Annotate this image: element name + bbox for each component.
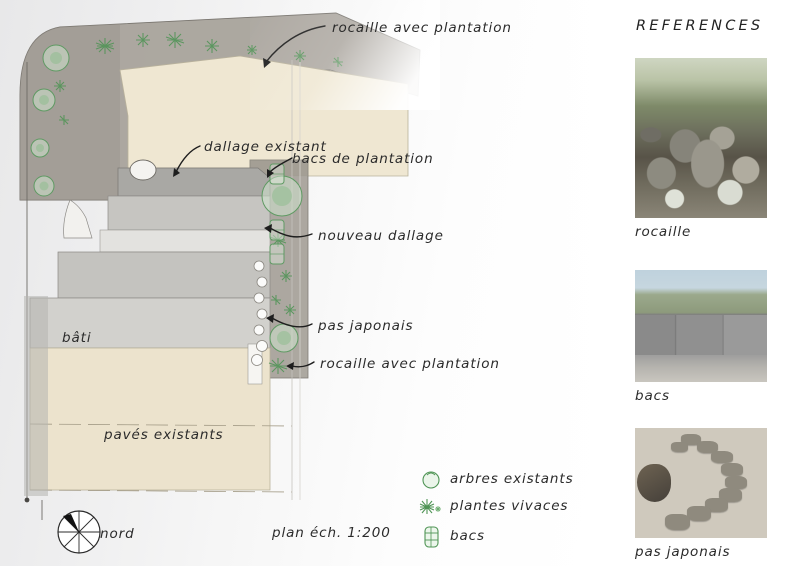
- annotation-rocaille-top: rocaille avec plantation: [332, 20, 512, 36]
- annotation-dallage-existant: dallage existant: [204, 139, 327, 155]
- north-label: nord: [100, 526, 135, 542]
- references-title: REFERENCES: [636, 18, 764, 34]
- reference-caption-bacs: bacs: [635, 388, 670, 404]
- reference-caption-pas-japonais: pas japonais: [635, 544, 731, 560]
- legend-label-bacs: bacs: [450, 528, 485, 544]
- photo-rock-shape: [637, 464, 671, 502]
- annotation-bacs-de-plantation: bacs de plantation: [292, 151, 434, 167]
- legend-label-vivaces: plantes vivaces: [450, 498, 569, 514]
- stepping-stone-symbols: [251, 260, 268, 366]
- planter-box-icon: [424, 526, 439, 548]
- rock-garden-photo: [635, 58, 767, 218]
- perennial-tuft-icon: [419, 499, 441, 514]
- stepping-stones-photo: [635, 428, 767, 538]
- tree-inner-dots: [36, 52, 292, 345]
- annotation-nouveau-dallage: nouveau dallage: [318, 228, 444, 244]
- north-compass-icon: [57, 510, 101, 554]
- reference-item-bacs: bacs: [635, 270, 767, 404]
- legend-label-arbres: arbres existants: [450, 471, 574, 487]
- references-panel: REFERENCES rocaille bacs pa: [620, 0, 800, 566]
- annotation-pas-japonais: pas japonais: [318, 318, 414, 334]
- scale-label: plan éch. 1:200: [272, 525, 391, 541]
- annotation-bati: bâti: [62, 330, 92, 346]
- planter-wall-photo: [635, 270, 767, 382]
- reference-item-rocaille: rocaille: [635, 58, 767, 240]
- reference-caption-rocaille: rocaille: [635, 224, 692, 240]
- paving-existing-lower: [29, 343, 293, 493]
- annotation-paves-existants: pavés existants: [104, 427, 224, 443]
- property-boundary: [24, 56, 301, 520]
- reference-item-pas-japonais: pas japonais: [635, 428, 767, 560]
- building-blocks: [29, 159, 271, 349]
- tree-circle-icon: [422, 471, 440, 489]
- annotation-rocaille-bottom: rocaille avec plantation: [320, 356, 500, 372]
